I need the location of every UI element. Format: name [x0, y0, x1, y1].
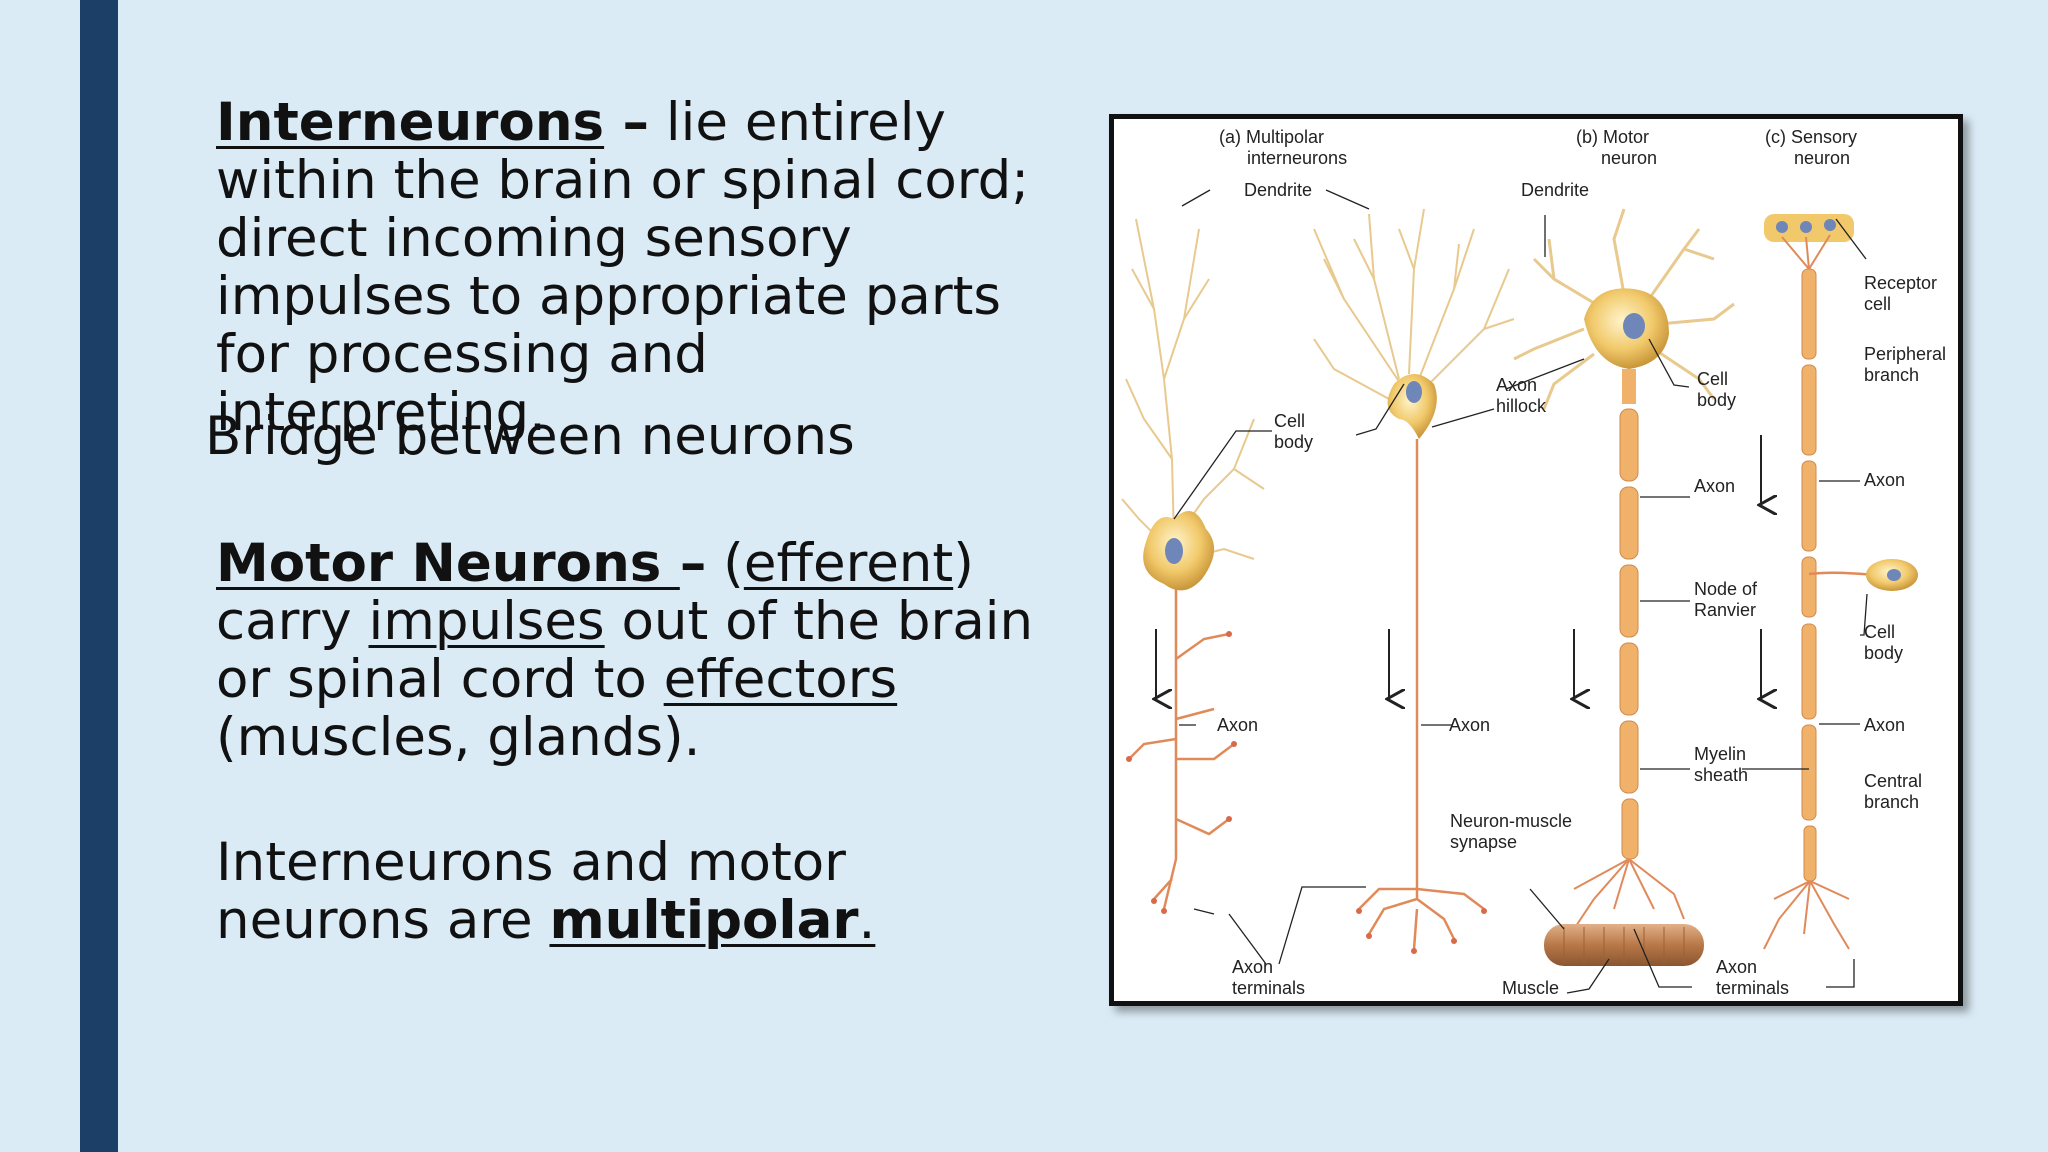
label-cell-body-b-2: body: [1697, 390, 1736, 410]
label-receptor-1: Receptor: [1864, 273, 1937, 293]
sensory-myelin-peripheral: [1801, 268, 1817, 618]
motor-open-paren: (: [706, 533, 744, 594]
label-nm-synapse-1: Neuron-muscle: [1450, 811, 1572, 831]
neuron-types-figure: (a) Multipolar interneurons (b) Motor ne…: [1109, 114, 1963, 1006]
label-a-title-1: (a) Multipolar: [1219, 127, 1324, 147]
label-cell-body-a-1: Cell: [1274, 411, 1305, 431]
summary-period: .: [858, 890, 876, 951]
label-myelin-1: Myelin: [1694, 744, 1746, 764]
label-cell-body-b-1: Cell: [1697, 369, 1728, 389]
interneuron-2-axon: [1358, 439, 1485, 950]
sensory-myelin-central: [1801, 623, 1817, 882]
label-axon-terminals-a-2: terminals: [1232, 978, 1305, 998]
accent-bar: [80, 0, 118, 1152]
label-muscle: Muscle: [1502, 978, 1559, 998]
motor-term: Motor Neurons: [216, 533, 680, 594]
interneurons-dash: –: [604, 92, 650, 153]
neuron-diagram: (a) Multipolar interneurons (b) Motor ne…: [1121, 127, 1946, 998]
label-b-title-1: (b) Motor: [1576, 127, 1649, 147]
label-axon-hillock-1: Axon: [1496, 375, 1537, 395]
receptor-nuclei: [1776, 219, 1836, 233]
bridge-text: Bridge between neurons: [205, 406, 855, 467]
interneuron-1-axon: [1128, 589, 1235, 910]
label-central-1: Central: [1864, 771, 1922, 791]
motor-neuron-hillock: [1622, 369, 1636, 404]
label-dendrite-b: Dendrite: [1521, 180, 1589, 200]
motor-neuron-terminals: [1573, 858, 1685, 930]
label-b-title-2: neuron: [1601, 148, 1657, 168]
impulses-term: impulses: [368, 591, 605, 652]
motor-dash: –: [679, 533, 707, 594]
label-central-2: branch: [1864, 792, 1919, 812]
interneuron-2-nucleus: [1406, 381, 1422, 403]
interneuron-1-nucleus: [1165, 538, 1183, 564]
sensory-dendrites: [1781, 234, 1831, 270]
label-dendrite-a: Dendrite: [1244, 180, 1312, 200]
direction-arrows: [1156, 435, 1761, 699]
efferent-term: efferent: [743, 533, 954, 594]
label-cell-body-c-1: Cell: [1864, 622, 1895, 642]
sensory-nucleus: [1887, 569, 1901, 581]
motor-after-efferent: ) carry: [216, 533, 974, 652]
label-axon-a1: Axon: [1217, 715, 1258, 735]
interneuron-2-terminals: [1356, 908, 1487, 954]
interneurons-term: Interneurons: [216, 92, 605, 153]
figure-labels: (a) Multipolar interneurons (b) Motor ne…: [1217, 127, 1946, 998]
muscle-striations: [1563, 927, 1685, 964]
label-axon-c-lower: Axon: [1864, 715, 1905, 735]
sensory-cell-body-stalk: [1808, 571, 1875, 577]
label-peripheral-1: Peripheral: [1864, 344, 1946, 364]
label-axon-hillock-2: hillock: [1496, 396, 1547, 416]
label-c-title-1: (c) Sensory: [1765, 127, 1857, 147]
motor-paragraph: Motor Neurons – (efferent) carry impulse…: [216, 535, 1046, 767]
sensory-terminals: [1763, 880, 1850, 950]
label-node-1: Node of: [1694, 579, 1758, 599]
label-peripheral-2: branch: [1864, 365, 1919, 385]
motor-neuron-nucleus: [1623, 313, 1645, 339]
label-axon-a2: Axon: [1449, 715, 1490, 735]
interneuron-2-dendrites: [1313, 208, 1515, 400]
label-a-title-2: interneurons: [1247, 148, 1347, 168]
label-cell-body-c-2: body: [1864, 643, 1903, 663]
summary-paragraph: Interneurons and motor neurons are multi…: [216, 834, 1046, 950]
interneurons-paragraph: Interneurons – lie entirely within the b…: [216, 94, 1046, 442]
interneuron-1: [1121, 218, 1265, 914]
motor-end: (muscles, glands).: [216, 707, 701, 768]
label-axon-c-upper: Axon: [1864, 470, 1905, 490]
label-receptor-2: cell: [1864, 294, 1891, 314]
motor-neuron-dendrites: [1513, 208, 1735, 410]
effectors-term: effectors: [663, 649, 898, 710]
label-axon-terminals-a-1: Axon: [1232, 957, 1273, 977]
label-cell-body-a-2: body: [1274, 432, 1313, 452]
leader-lines: [1173, 189, 1868, 994]
interneurons-text: lie entirely within the brain or spinal …: [216, 92, 1030, 443]
motor-neuron-myelin: [1619, 408, 1639, 860]
label-axon-terminals-b-1: Axon: [1716, 957, 1757, 977]
multipolar-term: multipolar: [549, 890, 859, 951]
interneuron-1-terminals: [1126, 631, 1237, 914]
sensory-neuron: [1763, 214, 1918, 950]
label-axon-b: Axon: [1694, 476, 1735, 496]
label-axon-terminals-b-2: terminals: [1716, 978, 1789, 998]
interneuron-1-dendrites: [1121, 218, 1265, 560]
summary-prefix: Interneurons and motor neurons are: [216, 832, 846, 951]
label-c-title-2: neuron: [1794, 148, 1850, 168]
label-node-2: Ranvier: [1694, 600, 1756, 620]
label-nm-synapse-2: synapse: [1450, 832, 1517, 852]
label-myelin-2: sheath: [1694, 765, 1748, 785]
motor-middle: out of the brain or spinal cord to: [216, 591, 1034, 710]
motor-neuron: [1513, 208, 1735, 966]
